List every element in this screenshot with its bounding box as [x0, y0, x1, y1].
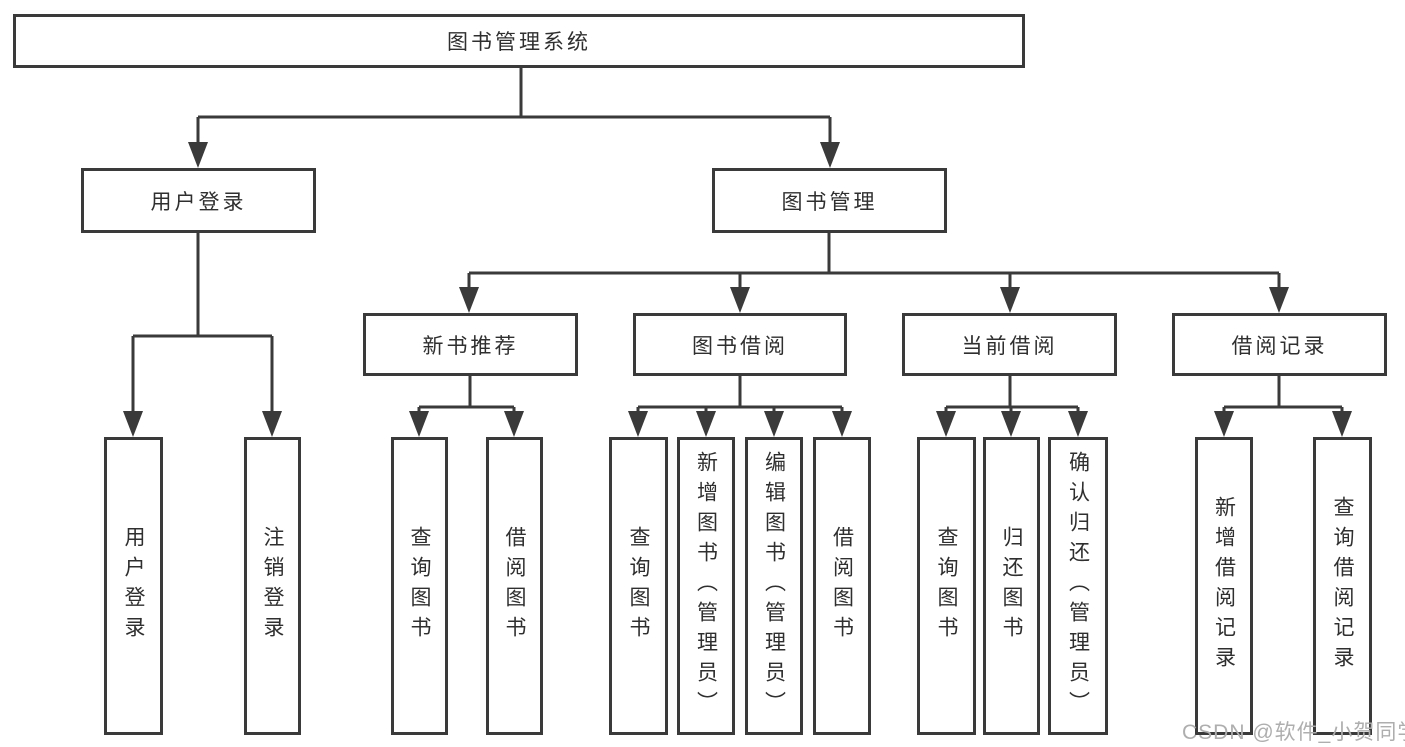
leaf-label: 查询借阅记录: [1331, 496, 1354, 676]
arrowhead-icon: [832, 411, 852, 437]
node-leaf-query-books-3: 查询图书: [917, 437, 976, 735]
arrowhead-icon: [1068, 411, 1088, 437]
csdn-watermark: CSDN @软件_小贺同学: [1182, 721, 1405, 744]
node-leaf-add-borrow-record: 新增借阅记录: [1195, 437, 1253, 735]
connector-userlogin-to-children: [123, 233, 282, 437]
leaf-label: 借阅图书: [830, 526, 854, 646]
arrowhead-icon: [188, 142, 208, 168]
node-root: 图书管理系统: [13, 14, 1025, 68]
node-leaf-user-login: 用户登录: [104, 437, 163, 735]
connector-borrowrec-to-leaves: [1214, 376, 1352, 437]
node-borrowing-record: 借阅记录: [1172, 313, 1387, 376]
leaf-label: 编辑图书（管理员）: [762, 451, 786, 721]
connector-curborrow-to-leaves: [936, 376, 1088, 437]
node-book-borrowing: 图书借阅: [633, 313, 847, 376]
node-current-borrowing: 当前借阅: [902, 313, 1117, 376]
node-current-borrowing-label: 当前借阅: [961, 334, 1058, 358]
leaf-label: 查询图书: [935, 526, 958, 646]
node-leaf-query-borrow-record: 查询借阅记录: [1313, 437, 1372, 735]
arrowhead-icon: [936, 411, 956, 437]
node-book-borrowing-label: 图书借阅: [692, 334, 788, 358]
arrowhead-icon: [1214, 411, 1234, 437]
arrowhead-icon: [764, 411, 784, 437]
leaf-label: 用户登录: [122, 526, 145, 646]
node-leaf-return-books: 归还图书: [983, 437, 1040, 735]
leaf-label: 查询图书: [627, 526, 650, 646]
node-leaf-add-books-admin: 新增图书（管理员）: [677, 437, 735, 735]
node-user-login: 用户登录: [81, 168, 316, 233]
arrowhead-icon: [696, 411, 716, 437]
leaf-label: 借阅图书: [503, 526, 526, 646]
node-leaf-query-books-2: 查询图书: [609, 437, 668, 735]
connector-root-to-level2: [188, 68, 840, 168]
arrowhead-icon: [1001, 411, 1021, 437]
arrowhead-icon: [1332, 411, 1352, 437]
node-leaf-confirm-return-admin: 确认归还（管理员）: [1048, 437, 1108, 735]
arrowhead-icon: [504, 411, 524, 437]
node-borrowing-record-label: 借阅记录: [1231, 334, 1328, 358]
arrowhead-icon: [1269, 287, 1289, 313]
arrowhead-icon: [628, 411, 648, 437]
arrowhead-icon: [262, 411, 282, 437]
node-leaf-query-books: 查询图书: [391, 437, 448, 735]
leaf-label: 查询图书: [408, 526, 431, 646]
node-book-management: 图书管理: [712, 168, 947, 233]
connector-bookborrow-to-leaves: [628, 376, 852, 437]
node-leaf-logout: 注销登录: [244, 437, 301, 735]
node-new-book-recommendation-label: 新书推荐: [422, 334, 519, 358]
arrowhead-icon: [820, 142, 840, 168]
node-new-book-recommendation: 新书推荐: [363, 313, 578, 376]
leaf-label: 归还图书: [1000, 526, 1023, 646]
connector-bookmgmt-to-level3: [459, 233, 1289, 313]
arrowhead-icon: [1000, 287, 1020, 313]
leaf-label: 新增借阅记录: [1212, 496, 1236, 676]
arrowhead-icon: [409, 411, 429, 437]
arrowhead-icon: [123, 411, 143, 437]
node-leaf-borrow-books-2: 借阅图书: [813, 437, 871, 735]
node-book-management-label: 图书管理: [781, 190, 878, 214]
connector-newrec-to-leaves: [409, 376, 524, 437]
node-leaf-borrow-books: 借阅图书: [486, 437, 543, 735]
node-user-login-label: 用户登录: [150, 190, 247, 214]
node-leaf-edit-books-admin: 编辑图书（管理员）: [745, 437, 803, 735]
leaf-label: 注销登录: [261, 526, 284, 646]
node-root-label: 图书管理系统: [447, 31, 591, 54]
leaf-label: 新增图书（管理员）: [694, 451, 718, 721]
leaf-label: 确认归还（管理员）: [1066, 451, 1090, 721]
arrowhead-icon: [730, 287, 750, 313]
arrowhead-icon: [459, 287, 479, 313]
